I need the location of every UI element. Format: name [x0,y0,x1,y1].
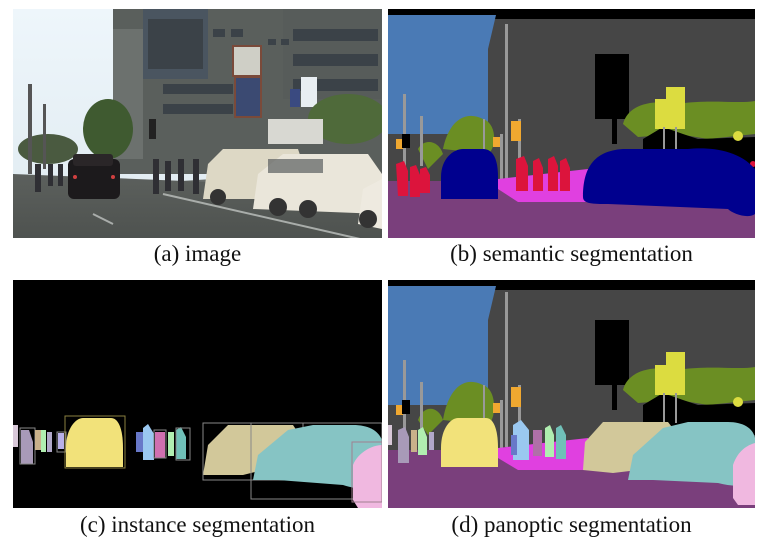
street-photo [13,9,382,238]
panel-panoptic-segmentation [388,280,755,508]
semantic-mask [388,9,755,238]
panoptic-mask [388,280,755,508]
panel-instance-segmentation [13,280,382,508]
panel-image [13,9,382,238]
instance-mask [13,280,382,508]
panel-semantic-segmentation [388,9,755,238]
caption-image: (a) image [153,241,242,266]
caption-semantic-segmentation: (b) semantic segmentation [450,241,693,266]
caption-instance-segmentation: (c) instance segmentation [79,512,316,537]
caption-panoptic-segmentation: (d) panoptic segmentation [451,512,692,537]
